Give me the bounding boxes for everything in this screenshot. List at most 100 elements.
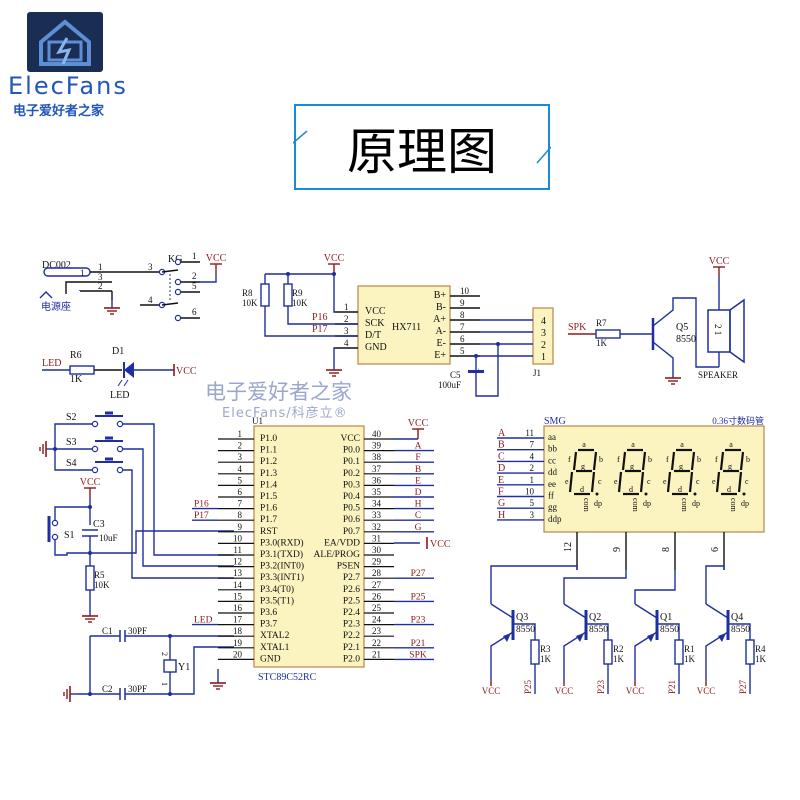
pin-number: 12 xyxy=(233,557,242,567)
label: 8550 xyxy=(589,625,608,635)
label: 8550 xyxy=(731,625,750,635)
label: R9 xyxy=(292,288,303,298)
pin-number: 25 xyxy=(372,603,382,613)
net-label: H xyxy=(415,500,422,510)
net-label: D xyxy=(415,488,422,498)
pin-number: 7 xyxy=(530,440,535,450)
resistor-r3 xyxy=(530,639,540,665)
pin-name: B- xyxy=(436,302,446,313)
label: 30PF xyxy=(128,684,147,694)
pin-name: P0.5 xyxy=(343,504,360,514)
pin-number: 28 xyxy=(372,568,382,578)
pin-name: B+ xyxy=(434,290,447,301)
net-label: H xyxy=(498,510,505,521)
pin-number: 34 xyxy=(372,499,382,509)
label: 1K xyxy=(596,338,608,348)
label: R2 xyxy=(613,644,624,654)
pin-number: 1 xyxy=(344,302,349,312)
pin-number: 36 xyxy=(372,475,382,485)
pin-number: 1 xyxy=(238,429,243,439)
hx711-ref: HX711 xyxy=(392,322,421,333)
vcc-label: VCC xyxy=(482,686,501,696)
pin-name: ALE/PROG xyxy=(314,550,361,560)
pin-contact xyxy=(91,445,99,453)
pin-number: 13 xyxy=(233,568,243,578)
label: C2 xyxy=(102,684,113,694)
d1-ref: D1 xyxy=(112,346,124,357)
vcc-label: VCC xyxy=(697,686,716,696)
label: R8 xyxy=(242,288,253,298)
pin-name: A+ xyxy=(433,314,446,325)
pin-name: VCC xyxy=(340,434,360,444)
vcc-label: VCC xyxy=(80,477,101,488)
pin-name: P3.0(RXD) xyxy=(260,537,304,548)
mcu-chip xyxy=(253,425,365,668)
net-label: P25 xyxy=(523,679,533,694)
net-label: P16 xyxy=(194,500,209,510)
label: a xyxy=(582,440,586,449)
resistor-r4 xyxy=(745,639,755,665)
pin-contact xyxy=(51,519,59,527)
label: Q3 xyxy=(516,612,528,623)
pin-name: P2.7 xyxy=(343,573,360,583)
label: b xyxy=(697,455,701,464)
net-label: LED xyxy=(194,616,213,626)
emitter-arrow-icon xyxy=(647,633,655,642)
emitter-arrow-icon xyxy=(718,633,726,642)
pin-number: 1 xyxy=(530,475,535,485)
pin-number: 38 xyxy=(372,452,382,462)
pin-contact xyxy=(116,420,124,428)
net-label: P27 xyxy=(411,569,426,579)
pin-name: P2.6 xyxy=(343,585,360,595)
segment-label: ff xyxy=(548,491,554,501)
vcc-label: VCC xyxy=(626,686,645,696)
pin-number: 3 xyxy=(530,510,535,520)
label: e xyxy=(712,477,716,486)
net-label: D xyxy=(498,463,505,474)
net-label: P21 xyxy=(411,639,426,649)
label: 1K xyxy=(540,654,552,664)
wire xyxy=(161,302,179,306)
pin-contact xyxy=(91,466,99,474)
speaker-label: SPEAKER xyxy=(698,370,738,380)
pin-number: 4 xyxy=(530,451,535,461)
elecfans-logo xyxy=(27,12,103,72)
resistor-r2 xyxy=(603,639,613,665)
label: b xyxy=(599,455,603,464)
segment-label: gg xyxy=(548,502,558,512)
resistor-r1 xyxy=(674,639,684,665)
pin-number: 17 xyxy=(233,615,243,625)
pin-name: P3.2(INT0) xyxy=(260,561,304,572)
segment xyxy=(641,451,647,471)
pin-number: 5 xyxy=(530,498,535,508)
com-pin-number: 9 xyxy=(612,547,623,552)
digit-4 xyxy=(715,448,745,496)
label: c xyxy=(598,477,602,486)
pin-name: XTAL2 xyxy=(260,631,290,641)
net-label-led: LED xyxy=(42,358,61,369)
label: 8550 xyxy=(676,334,696,345)
pin-number: 29 xyxy=(372,557,382,567)
pin-contact xyxy=(174,288,182,296)
label: 10K xyxy=(94,580,110,590)
wire xyxy=(490,631,514,680)
pin-name: P2.2 xyxy=(343,631,360,641)
net-label: B xyxy=(498,440,505,451)
pin-name: P2.5 xyxy=(343,596,360,606)
pin-name: D/T xyxy=(365,330,381,341)
wire xyxy=(657,623,680,640)
label: d xyxy=(629,485,633,494)
label: + xyxy=(476,366,481,376)
digit-1 xyxy=(568,448,598,496)
j1-connector xyxy=(532,307,554,365)
jack-cn-label: 电源座 xyxy=(41,300,71,313)
wire xyxy=(200,274,217,283)
net-label: G xyxy=(498,498,505,509)
dp-dot xyxy=(693,492,697,496)
label: Y1 xyxy=(178,662,190,673)
wire xyxy=(264,306,358,337)
wire xyxy=(475,344,499,397)
digit-3 xyxy=(666,448,696,496)
pin-name: P0.4 xyxy=(343,492,360,502)
pin-number: 3 xyxy=(344,326,349,336)
